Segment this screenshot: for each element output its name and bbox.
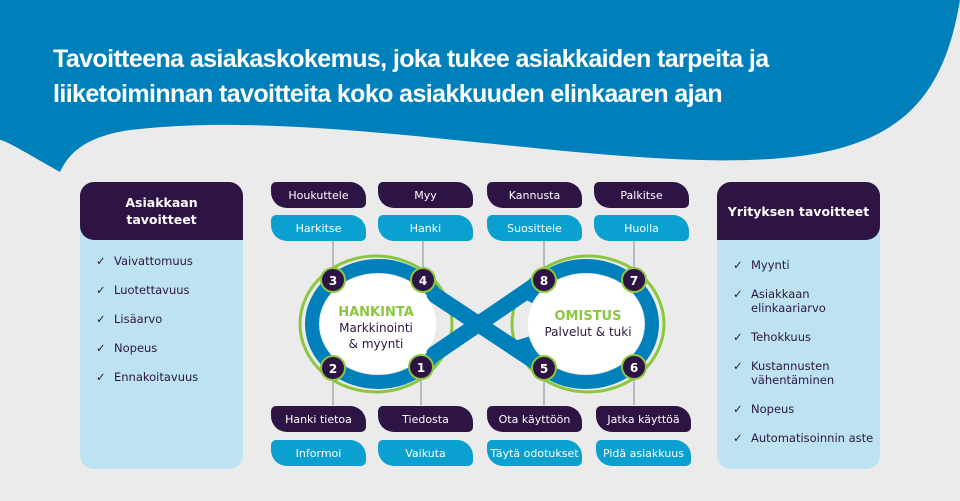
list-item: ✓Vaivattomuus bbox=[96, 254, 193, 268]
list-item: ✓Asiakkaan elinkaariarvo bbox=[733, 287, 826, 315]
check-icon: ✓ bbox=[733, 330, 743, 344]
list-item: ✓Kustannusten vähentäminen bbox=[733, 359, 835, 387]
customer-goals-panel: Asiakkaan tavoitteet ✓Vaivattomuus ✓Luot… bbox=[80, 182, 243, 469]
stage-pill: Myy bbox=[378, 182, 473, 208]
list-item: ✓Tehokkuus bbox=[733, 330, 812, 344]
step-5: 5 bbox=[540, 362, 548, 376]
stage-pill: Informoi bbox=[271, 440, 366, 466]
stage-pill: Kannusta bbox=[487, 182, 582, 208]
step-7: 7 bbox=[630, 274, 638, 288]
stage-pill: Vaikuta bbox=[378, 440, 473, 466]
loop-left-subtitle: & myynti bbox=[349, 337, 404, 351]
stage-pill: Huolla bbox=[594, 215, 689, 241]
list-item: ✓Ennakoitavuus bbox=[96, 370, 199, 384]
list-item: ✓Lisäarvo bbox=[96, 312, 163, 326]
stage-pill: Pidä asiakkuus bbox=[596, 440, 691, 466]
stage-pill: Tiedosta bbox=[378, 406, 473, 432]
stage-pill: Täytä odotukset bbox=[487, 440, 582, 466]
panel-title: Yrityksen tavoitteet bbox=[717, 182, 880, 240]
check-icon: ✓ bbox=[96, 341, 106, 355]
check-icon: ✓ bbox=[96, 370, 106, 384]
check-icon: ✓ bbox=[733, 258, 743, 272]
check-icon: ✓ bbox=[96, 283, 106, 297]
stage-pill: Houkuttele bbox=[271, 182, 366, 208]
check-icon: ✓ bbox=[96, 312, 106, 326]
check-icon: ✓ bbox=[733, 431, 743, 445]
list-item: ✓Myynti bbox=[733, 258, 790, 272]
stage-pill: Hanki tietoa bbox=[271, 406, 366, 432]
stage-pill: Suosittele bbox=[487, 215, 582, 241]
stage-pill: Hanki bbox=[378, 215, 473, 241]
list-item: ✓Nopeus bbox=[733, 402, 795, 416]
check-icon: ✓ bbox=[733, 359, 743, 373]
stage-pill: Ota käyttöön bbox=[487, 406, 582, 432]
step-3: 3 bbox=[329, 274, 337, 288]
step-8: 8 bbox=[540, 274, 548, 288]
check-icon: ✓ bbox=[733, 287, 743, 301]
step-6: 6 bbox=[630, 361, 638, 375]
loop-right-subtitle: Palvelut & tuki bbox=[544, 325, 631, 339]
list-item: ✓Nopeus bbox=[96, 341, 158, 355]
step-1: 1 bbox=[417, 361, 425, 375]
list-item: ✓Automatisoinnin aste bbox=[733, 431, 874, 445]
loop-left-title: HANKINTA bbox=[338, 305, 414, 320]
page-title: Tavoitteena asiakaskokemus, joka tukee a… bbox=[53, 45, 769, 108]
stage-pill: Palkitse bbox=[594, 182, 689, 208]
check-icon: ✓ bbox=[96, 254, 106, 268]
step-4: 4 bbox=[419, 274, 427, 288]
company-goals-panel: Yrityksen tavoitteet ✓Myynti ✓Asiakkaan … bbox=[717, 182, 880, 469]
list-item: ✓Luotettavuus bbox=[96, 283, 190, 297]
step-2: 2 bbox=[329, 362, 337, 376]
loop-left-subtitle: Markkinointi bbox=[339, 321, 413, 335]
stage-pill: Jatka käyttöä bbox=[596, 406, 691, 432]
stage-pill: Harkitse bbox=[271, 215, 366, 241]
loop-right-title: OMISTUS bbox=[555, 309, 622, 324]
check-icon: ✓ bbox=[733, 402, 743, 416]
panel-title: Asiakkaan tavoitteet bbox=[80, 182, 243, 240]
